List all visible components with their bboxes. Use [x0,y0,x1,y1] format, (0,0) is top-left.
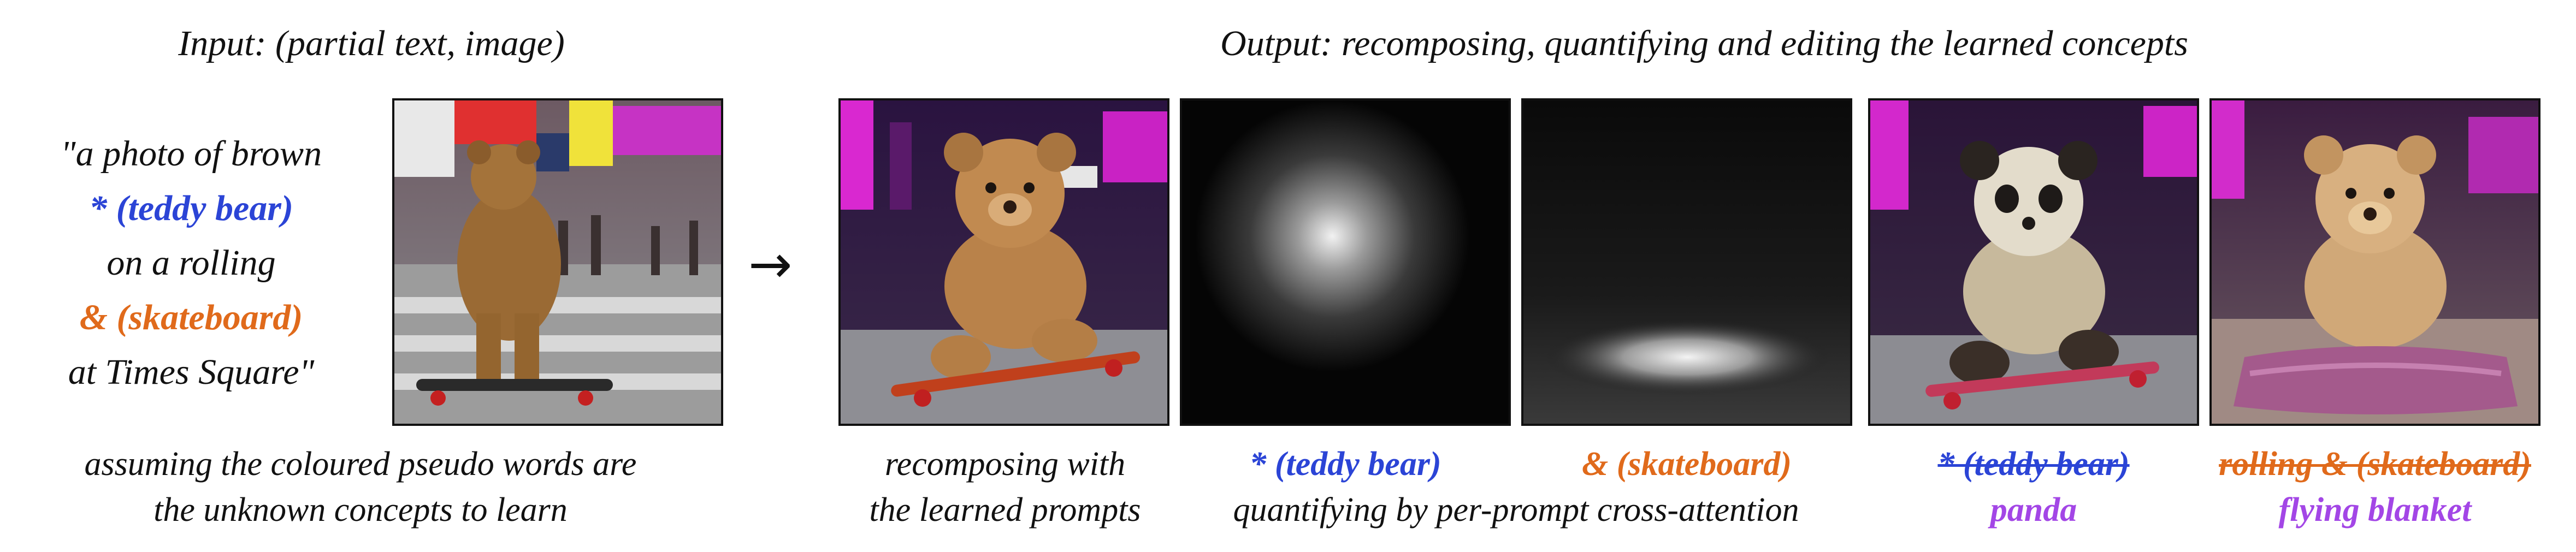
output-title: Output: recomposing, quantifying and edi… [1220,23,2188,63]
skateboard-attention-label: & (skateboard) [1581,446,1792,483]
recompose-caption-line-1: recomposing with [884,446,1126,483]
input-image [392,98,723,426]
prompt-text: "a photo of brown * (teddy bear) on a ro… [5,127,377,400]
flying-blanket-label: flying blanket [2278,491,2472,529]
quantify-caption: quantifying by per-prompt cross-attentio… [1233,491,1799,529]
panda-edit-image [1868,98,2199,426]
prompt-line-1: "a photo of brown [60,134,322,174]
recompose-caption: recomposing with the learned prompts [808,441,1202,533]
prompt-line-5: at Times Square" [68,352,315,392]
prompt-line-3: on a rolling [107,243,276,283]
arrow-icon: → [748,234,793,295]
struck-skateboard-label: rolling & (skateboard) [2219,446,2531,483]
blanket-edit-image [2209,98,2540,426]
input-title: Input: (partial text, image) [178,23,565,63]
recompose-caption-line-2: the learned prompts [869,491,1141,529]
prompt-line-skateboard: & (skateboard) [79,298,303,337]
skateboard-attention-map [1521,98,1852,426]
panda-label: panda [1990,491,2077,529]
input-caption: assuming the coloured pseudo words are t… [0,441,721,533]
teddy-attention-label: * (teddy bear) [1249,446,1441,483]
prompt-line-teddy: * (teddy bear) [89,188,293,228]
teddy-attention-map [1180,98,1511,426]
blanket-caption: rolling & (skateboard) flying blanket [2196,441,2554,533]
recomposed-image [838,98,1169,426]
panda-caption: * (teddy bear) panda [1868,441,2199,533]
input-caption-line-1: assuming the coloured pseudo words are [84,446,637,483]
struck-teddy-label: * (teddy bear) [1937,446,2130,483]
input-caption-line-2: the unknown concepts to learn [153,491,568,529]
